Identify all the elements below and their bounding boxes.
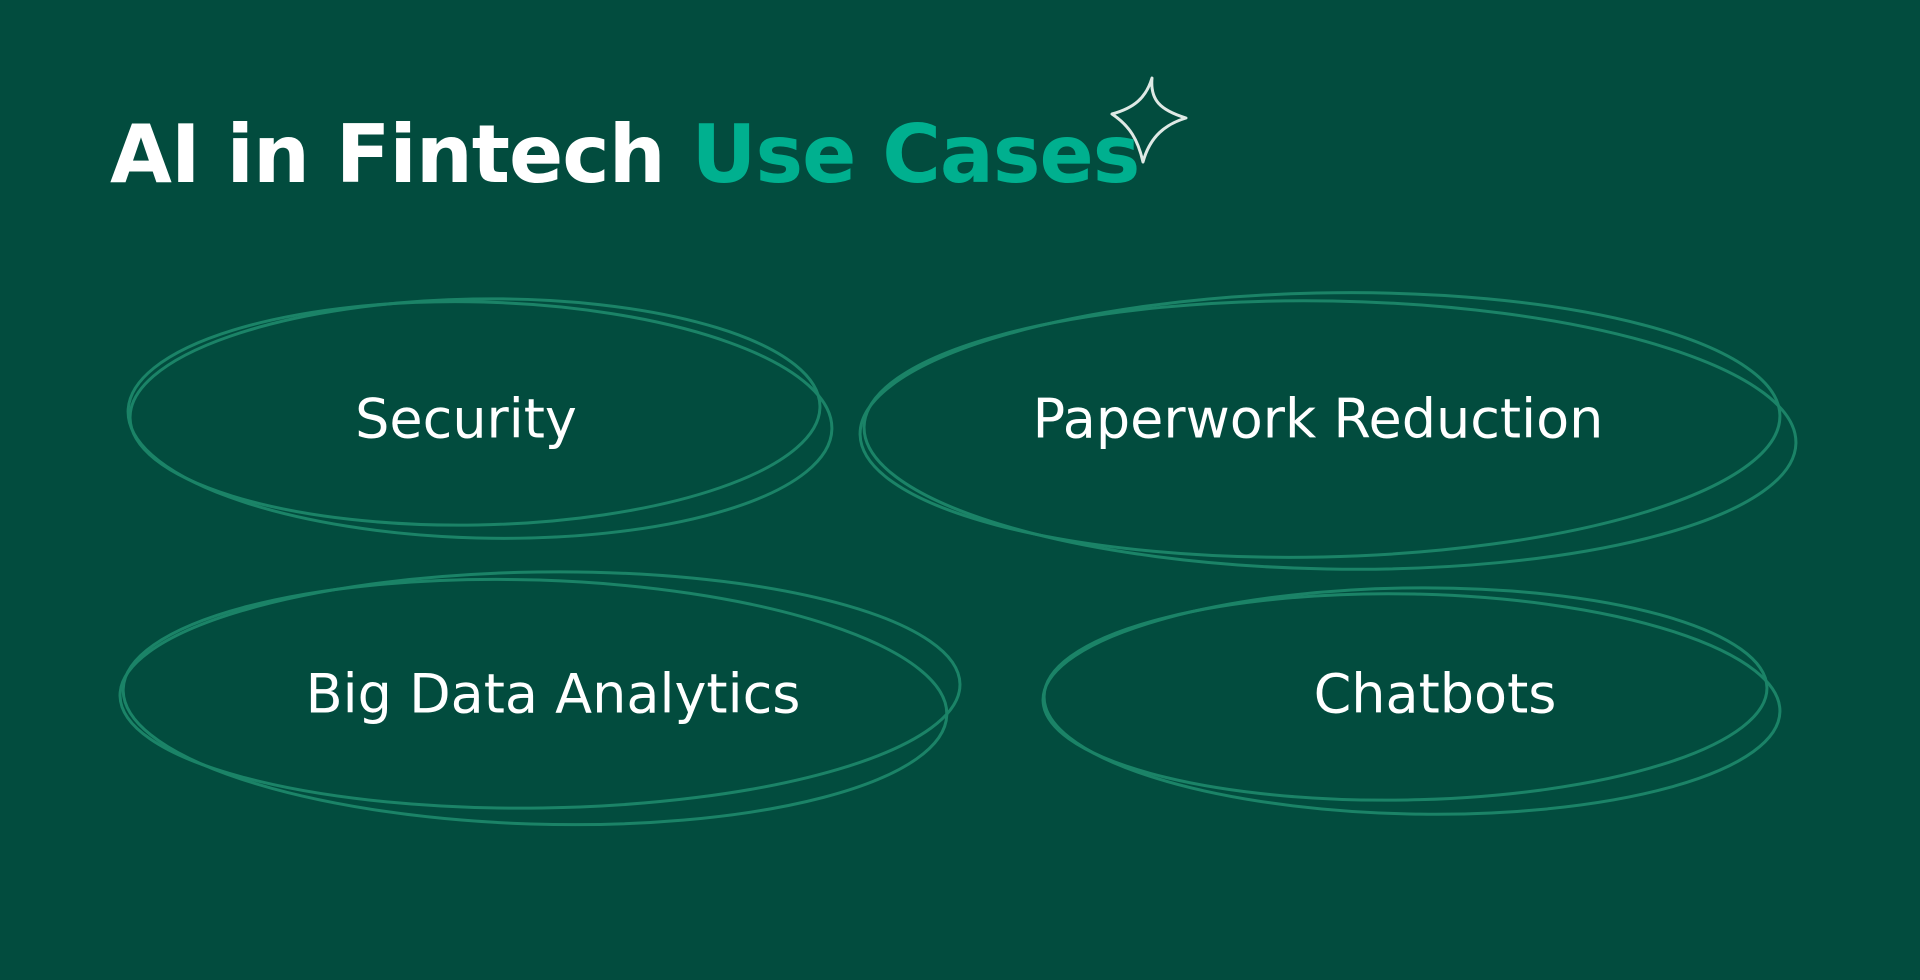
ellipse-security <box>126 297 834 540</box>
use-case-security: Security <box>355 387 577 451</box>
ellipse-big-data-analytics <box>118 570 962 827</box>
ellipse-paperwork-reduction <box>858 291 1798 571</box>
use-case-paperwork-reduction: Paperwork Reduction <box>1032 387 1604 451</box>
title-accent: Use Cases <box>691 108 1141 201</box>
use-case-big-data-analytics: Big Data Analytics <box>305 662 801 726</box>
use-case-chatbots: Chatbots <box>1313 662 1557 726</box>
sparkle-icon <box>1110 76 1188 164</box>
ellipse-chatbots <box>1041 586 1782 816</box>
title-main: AI in Fintech <box>110 108 666 201</box>
page-title: AI in Fintech Use Cases <box>110 108 1141 201</box>
